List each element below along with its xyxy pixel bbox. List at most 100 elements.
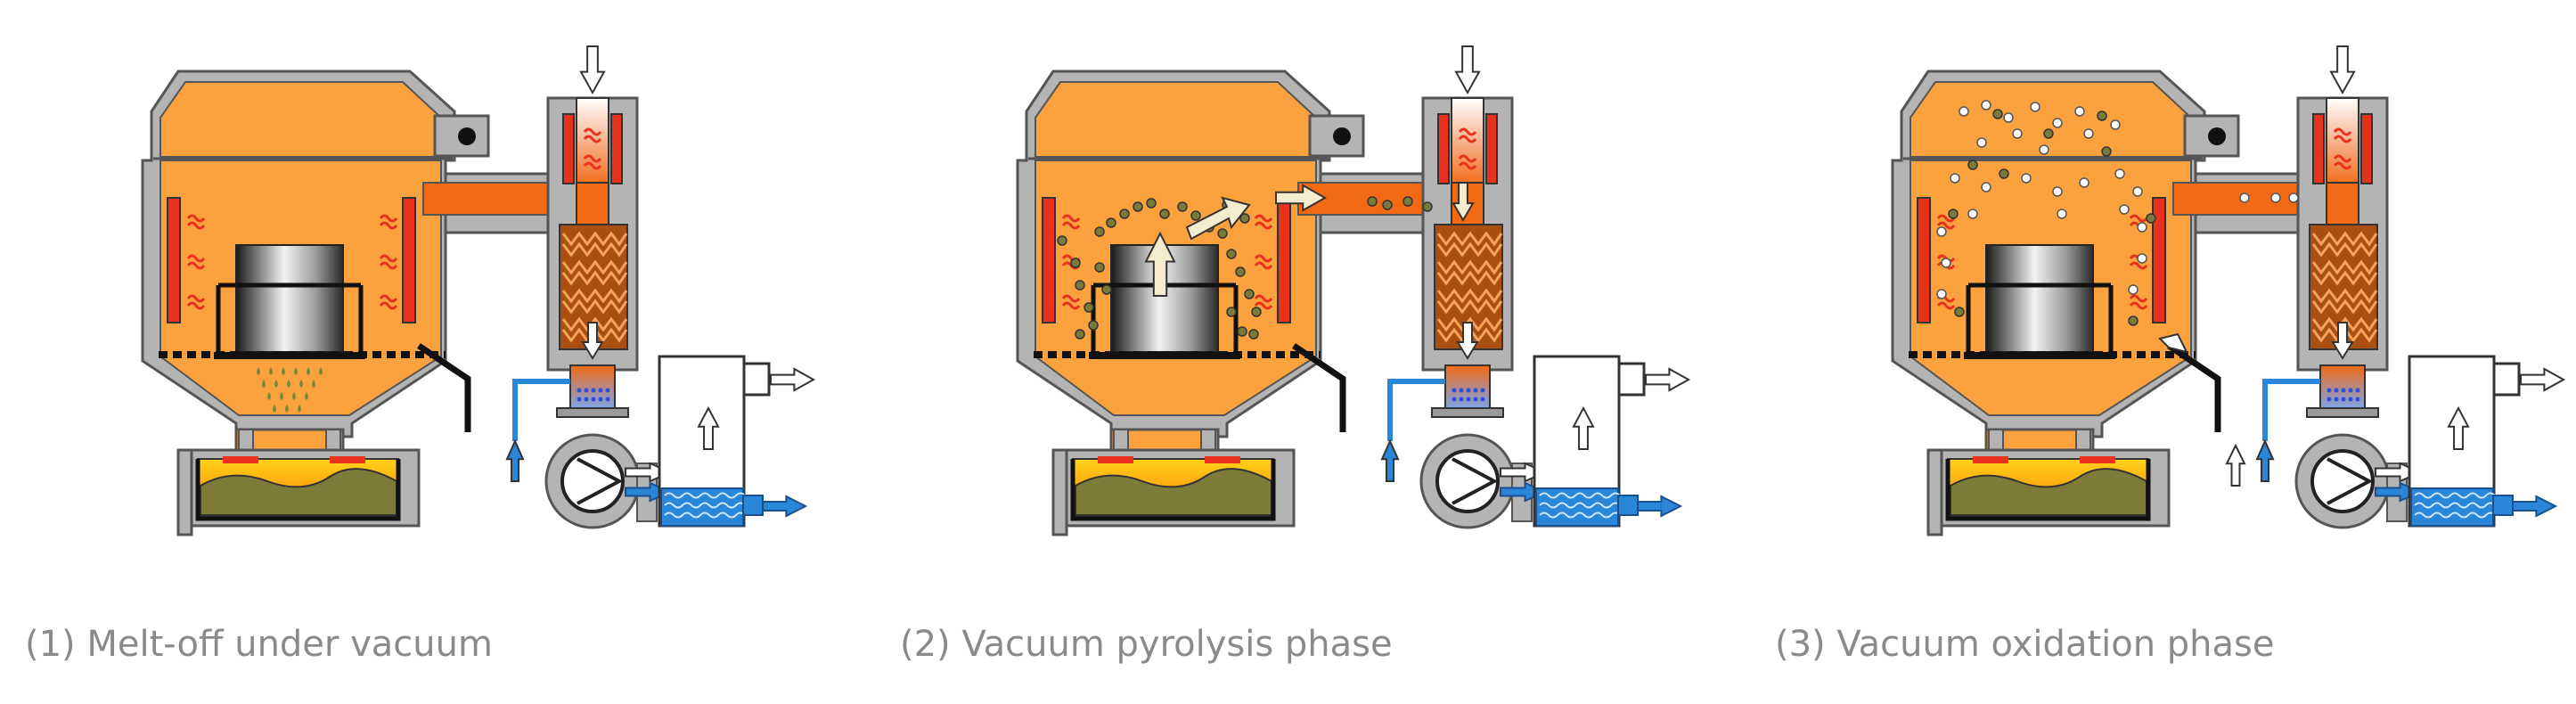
melt-droplet [287,380,290,388]
spray-droplet [2341,397,2346,402]
melt-droplet [274,380,278,388]
chamber-dome [159,81,442,158]
pyrolysis-particle [1070,258,1081,268]
tray-frame [195,459,401,521]
air-inlet-arrow-icon [1454,45,1481,95]
heat-wave-icon [1458,127,1477,136]
heat-wave-icon [2333,135,2352,143]
water-drain-port [2492,495,2514,516]
melt-droplet [262,380,266,388]
melt-droplet [299,380,303,388]
heat-wave-icon [186,254,206,263]
oxidation-particle [2052,186,2063,197]
oxidation-particle [2137,253,2147,264]
heat-wave-icon [2129,261,2148,270]
clean-gas-outlet-arrow-icon [770,367,816,392]
spray-droplet [591,388,596,393]
melt-droplet [292,392,296,400]
spray-droplet [598,397,603,402]
residual-particle [2128,315,2138,326]
tray-heater [330,456,365,463]
heat-wave-icon [1936,221,1956,230]
catalyst-layer [561,231,628,258]
gas-rise-arrow-icon [697,405,720,450]
clean-gas-outlet-arrow-icon [2520,367,2566,392]
water-ripple [2414,492,2496,499]
heat-wave-icon [1458,161,1477,170]
afterburner-riser [576,182,609,228]
heat-wave-icon [1458,154,1477,163]
oxidation-particle [2270,192,2281,203]
sight-port [2183,114,2240,158]
heat-wave-icon [379,214,398,223]
spray-droplet [2327,397,2332,402]
spray-droplet [1452,388,1457,393]
pyrolysis-particle [1235,266,1246,277]
heat-wave-icon [1254,254,1273,263]
air-entry-arrow-icon [2158,332,2188,354]
pump-symbol [1452,457,1499,505]
pyrolysis-particle [1217,228,1228,239]
residual-particle [1992,109,2003,119]
oxidation-particle [1936,289,1947,299]
catalyst-layer [1436,231,1503,258]
panel-caption-3: (3) Vacuum oxidation phase [1775,624,2275,665]
oxidation-particle [2288,192,2299,203]
water-ripple [664,492,746,499]
oxidation-particle [2114,168,2125,179]
oxidation-particle [1967,209,1978,219]
scrubber-outlet-port [1617,362,1646,397]
vapor-flow-arrow-icon [1185,196,1251,241]
water-ripple [1539,512,1621,519]
oxidation-particle [2057,209,2067,219]
oxidation-particle [2119,204,2130,215]
residual-particle [2043,128,2054,139]
heater-left [167,197,181,323]
water-line [512,379,570,441]
oxidation-particle [2132,186,2143,197]
tray-heater [223,456,258,463]
catalyst-layer [1436,288,1503,315]
heater-right [402,197,416,323]
heat-wave-icon [186,214,206,223]
melt-tray-end [176,448,193,536]
pump-symbol [577,457,624,505]
spray-droplet [1459,397,1464,402]
oxidation-particle [2083,128,2094,139]
afterburner-tube [576,97,609,188]
afterburner-heater-right [610,113,623,184]
pyrolysis-particle [1226,307,1237,317]
vapor-down-arrow-icon [1452,182,1475,222]
catalyst-layer [2311,288,2378,315]
oxidation-particle [1981,182,1991,192]
heater-left [1917,197,1931,323]
basket-frame [1966,282,2114,352]
heat-wave-icon [1254,214,1273,223]
water-inlet-arrow-icon [1380,438,1400,482]
heat-wave-icon [186,221,206,230]
spray-droplet [2348,397,2353,402]
pyrolysis-particle [1094,262,1105,273]
afterburner-tube [2326,97,2359,188]
water-ripple [1539,492,1621,499]
pump-rotor [1435,449,1500,513]
heat-wave-icon [379,301,398,310]
pump-rotor [2310,449,2375,513]
flow-arrow-icon [1456,322,1479,360]
panel-group [1016,45,1691,536]
cooling-jet [1444,364,1491,411]
pyrolysis-particle [1084,302,1094,313]
heat-wave-icon [2129,294,2148,303]
heat-wave-icon [1061,221,1081,230]
spray-droplet [2355,397,2360,402]
melt-droplet [285,405,289,413]
pyrolysis-particle [1226,249,1237,259]
pyrolysis-particle [1177,201,1188,212]
catalyst-layer [2311,259,2378,286]
oxidation-particle [2079,177,2089,188]
oxidation-particle [1959,106,1969,117]
residual-particle [2146,213,2156,224]
spray-droplet [591,397,596,402]
heat-wave-icon [1254,294,1273,303]
residual-particle [1967,160,1978,170]
